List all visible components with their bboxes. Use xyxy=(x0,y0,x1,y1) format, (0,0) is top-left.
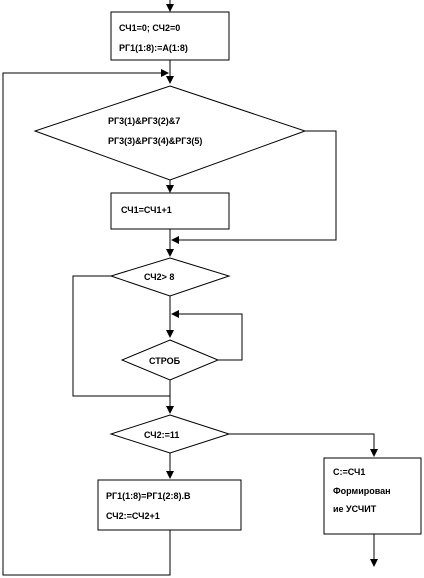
init-label-1: СЧ1=0; СЧ2=0 xyxy=(119,23,180,33)
and-condition-label-1: РГ3(1)&РГ3(2)&7 xyxy=(108,116,180,126)
inc-label: СЧ1=СЧ1+1 xyxy=(121,205,172,215)
flow-cmp8-bypass xyxy=(72,275,170,397)
shift-label-2: СЧ2:=СЧ2+1 xyxy=(106,511,160,521)
and-condition-label-2: РГ3(3)&РГ3(4)&РГ3(5) xyxy=(108,136,202,146)
form-label-2: Формирован xyxy=(333,486,391,496)
form-box xyxy=(323,457,422,535)
main-loop-back xyxy=(2,69,171,576)
strobe-label: СТРОБ xyxy=(149,356,181,366)
strobe-wait-loop xyxy=(171,310,243,361)
form-label-1: С:=СЧ1 xyxy=(333,467,365,477)
shift-box xyxy=(97,479,242,531)
cmp11-label: СЧ2:=11 xyxy=(144,430,179,440)
flow-and-no-branch xyxy=(171,130,337,244)
init-label-2: РГ1(1:8):=А(1:8) xyxy=(119,43,188,53)
shift-label-1: РГ1(1:8)=РГ1(2:8).В xyxy=(106,491,191,501)
and-condition-diamond xyxy=(33,85,307,181)
cmp8-label: СЧ2> 8 xyxy=(144,272,174,282)
form-label-3: ие УСЧИТ xyxy=(333,504,377,514)
flow-cmp11-to-form xyxy=(229,433,378,457)
